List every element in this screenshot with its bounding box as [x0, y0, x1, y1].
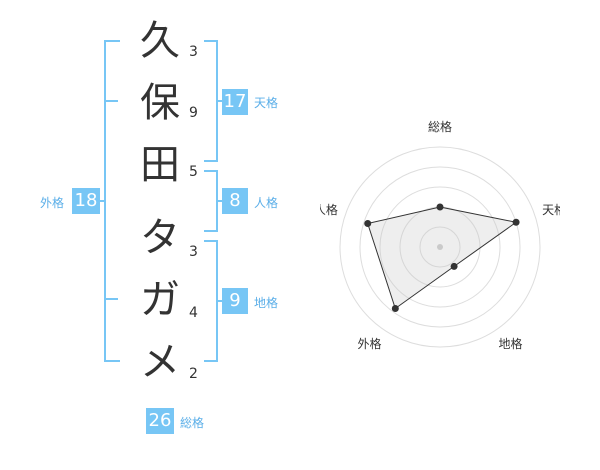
- name-char-5: ガ: [140, 277, 180, 323]
- radar-point-3: [450, 262, 458, 270]
- radar-ring-5: [339, 146, 541, 348]
- chikaku-bracket-tick: [216, 300, 222, 302]
- gaikaku-bracket-notch-bottom: [104, 298, 118, 300]
- name-char-3: 田: [140, 142, 180, 188]
- name-char-2: 保: [140, 80, 180, 126]
- radar-point-5: [364, 220, 372, 228]
- radar-axis-label-2: 天格: [542, 202, 560, 217]
- gaikaku-bracket: [104, 40, 120, 362]
- tenkaku-value: 17: [222, 89, 248, 115]
- name-char-6: メ: [140, 339, 180, 385]
- radar-ring-1: [419, 226, 461, 268]
- radar-axis-label-1: 総格: [428, 119, 452, 134]
- radar-chart: 総格天格地格 外格 人格: [320, 119, 560, 351]
- gaikaku-bracket-tick: [96, 200, 106, 202]
- gaikaku-label: 外格: [40, 196, 65, 210]
- stroke-count-5: 4: [189, 305, 198, 321]
- radar-center-dot: [437, 244, 443, 250]
- soukaku-label: 総格: [180, 416, 205, 430]
- stroke-count-6: 2: [189, 366, 198, 382]
- chikaku-label: 地格: [254, 296, 279, 310]
- name-char-1: 久: [140, 18, 180, 64]
- radar-point-1: [436, 203, 444, 211]
- radar-axis-label-3: 地格: [498, 336, 522, 351]
- name-char-4: タ: [140, 215, 180, 261]
- jinkaku-label: 人格: [254, 196, 279, 210]
- radar-ring-3: [379, 186, 501, 308]
- radar-polygon: [367, 206, 518, 310]
- radar-axis-label-4: 外格: [357, 336, 381, 351]
- jinkaku-bracket-tick: [216, 200, 222, 202]
- radar-point-4: [391, 304, 399, 312]
- gaikaku-value: 18: [72, 188, 100, 214]
- radar-point-2: [512, 218, 520, 226]
- stroke-count-3: 5: [189, 164, 198, 180]
- soukaku-value: 26: [146, 408, 174, 434]
- radar-ring-4: [359, 166, 521, 328]
- jinkaku-value: 8: [222, 188, 248, 214]
- stroke-count-1: 3: [189, 44, 198, 60]
- gaikaku-bracket-notch-top: [104, 100, 118, 102]
- stroke-count-2: 9: [189, 105, 198, 121]
- chikaku-value: 9: [222, 288, 248, 314]
- stroke-count-4: 3: [189, 244, 198, 260]
- tenkaku-bracket-tick: [216, 100, 222, 102]
- tenkaku-label: 天格: [254, 96, 279, 110]
- radar-axis-label-5: 人格: [320, 202, 338, 217]
